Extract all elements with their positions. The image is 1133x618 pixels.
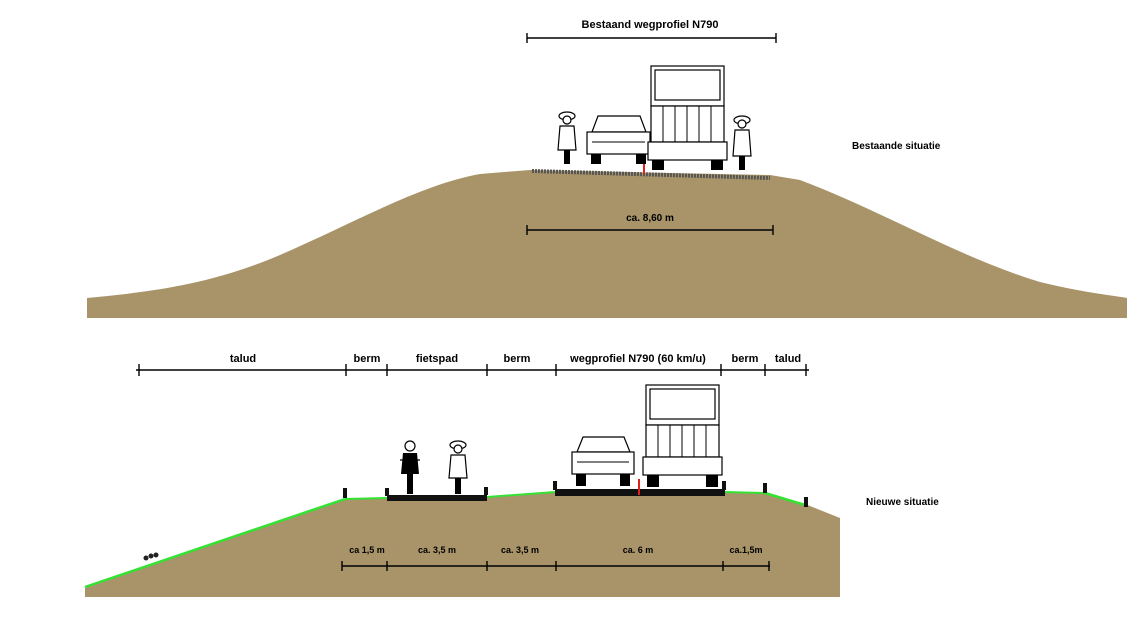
new-left-slope-grass bbox=[84, 497, 346, 589]
width-label-berm-left: ca 1,5 m bbox=[349, 545, 385, 555]
existing-truck-figure bbox=[647, 65, 728, 170]
existing-embankment bbox=[87, 170, 1127, 318]
width-label-fietspad: ca. 3,5 m bbox=[418, 545, 456, 555]
new-berm-grass-left bbox=[344, 497, 388, 500]
existing-width-dimension bbox=[526, 225, 774, 235]
segment-label-talud-left: talud bbox=[230, 353, 256, 365]
segment-label-talud-right: talud bbox=[775, 353, 801, 365]
new-berm-grass-middle bbox=[486, 491, 556, 498]
existing-car-figure bbox=[586, 115, 651, 164]
new-situation-label: Nieuwe situatie bbox=[866, 497, 939, 508]
new-profile: talud berm fietspad berm wegprofiel N790… bbox=[84, 353, 939, 597]
new-width-labels: ca 1,5 m ca. 3,5 m ca. 3,5 m ca. 6 m ca.… bbox=[349, 545, 762, 555]
existing-cyclist-left-figure bbox=[557, 111, 577, 164]
segment-label-berm-left: berm bbox=[354, 353, 381, 365]
existing-road-surface bbox=[531, 169, 771, 180]
new-cycle-path bbox=[387, 495, 487, 501]
new-cyclist-back-figure bbox=[448, 440, 468, 494]
new-post-right bbox=[763, 483, 767, 493]
new-car-figure bbox=[571, 436, 635, 486]
existing-situation-label: Bestaande situatie bbox=[852, 141, 941, 152]
new-segment-dimension-line bbox=[136, 364, 809, 376]
width-label-berm-right: ca.1,5m bbox=[729, 545, 762, 555]
existing-profile: Bestaand wegprofiel N790 ca. 8,60 m Best… bbox=[87, 19, 1127, 318]
new-berm-grass-right bbox=[724, 491, 766, 494]
new-right-slope-grass bbox=[764, 491, 806, 507]
slope-shrub-icon bbox=[143, 552, 159, 561]
segment-label-berm-middle: berm bbox=[504, 353, 531, 365]
segment-label-fietspad: fietspad bbox=[416, 353, 458, 365]
existing-cyclist-right-figure bbox=[732, 115, 752, 170]
new-cyclist-front-figure bbox=[400, 440, 420, 494]
new-post-far-right bbox=[804, 497, 808, 507]
existing-title: Bestaand wegprofiel N790 bbox=[582, 19, 719, 31]
segment-label-berm-right: berm bbox=[732, 353, 759, 365]
width-label-road: ca. 6 m bbox=[623, 545, 654, 555]
width-label-berm-middle: ca. 3,5 m bbox=[501, 545, 539, 555]
existing-width-label: ca. 8,60 m bbox=[626, 213, 674, 224]
new-width-dimension-line bbox=[341, 561, 770, 571]
new-segment-labels: talud berm fietspad berm wegprofiel N790… bbox=[230, 353, 801, 365]
new-post-left bbox=[343, 488, 347, 498]
new-truck-figure bbox=[642, 384, 723, 487]
new-embankment bbox=[85, 492, 840, 597]
existing-title-dimension bbox=[526, 33, 777, 43]
segment-label-wegprofiel: wegprofiel N790 (60 km/u) bbox=[569, 353, 706, 365]
